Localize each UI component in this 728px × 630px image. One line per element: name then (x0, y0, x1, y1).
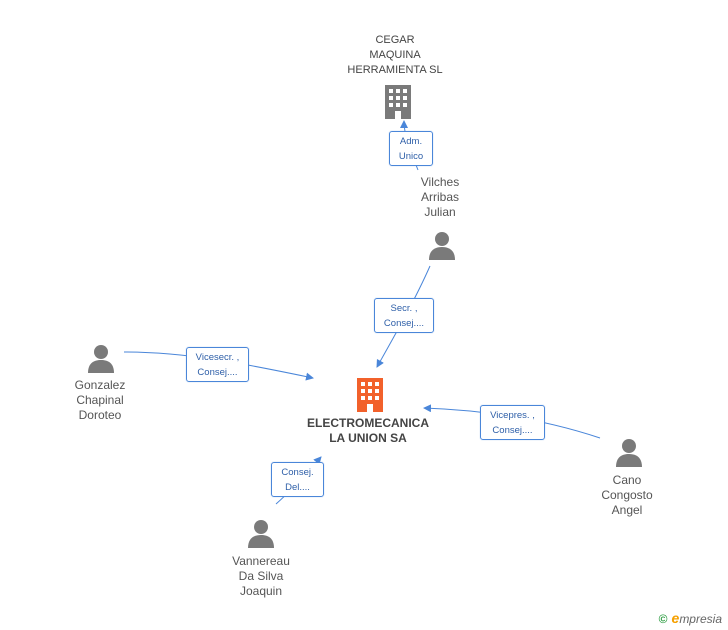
person-icon[interactable] (246, 518, 276, 548)
person-label-vilches[interactable]: Vilches Arribas Julian (420, 175, 460, 219)
person-label-vannereau[interactable]: Vannereau Da Silva Joaquin (232, 554, 290, 598)
person-icon[interactable] (614, 437, 644, 467)
person-label-cano[interactable]: Cano Congosto Angel (601, 473, 653, 517)
role-box-vicesecr-consej[interactable]: Vicesecr. , Consej.... (186, 347, 249, 382)
role-box-secr-consej[interactable]: Secr. , Consej.... (374, 298, 434, 333)
role-box-vicepres-consej[interactable]: Vicepres. , Consej.... (480, 405, 545, 440)
copyright-symbol: © (658, 612, 668, 626)
role-box-adm-unico[interactable]: Adm. Unico (389, 131, 433, 166)
role-box-consej-del[interactable]: Consej. Del.... (271, 462, 324, 497)
building-icon[interactable] (381, 83, 415, 119)
person-label-gonzalez[interactable]: Gonzalez Chapinal Doroteo (74, 378, 126, 422)
brand-logo: ©empresia (659, 610, 722, 626)
brand-initial: e (671, 610, 680, 626)
brand-name: mpresia (679, 612, 722, 626)
company-label-center[interactable]: ELECTROMECANICA LA UNION SA (307, 416, 429, 445)
company-label-cegar[interactable]: CEGAR MAQUINA HERRAMIENTA SL (347, 34, 443, 76)
person-icon[interactable] (427, 230, 457, 260)
building-icon[interactable] (353, 376, 387, 412)
person-icon[interactable] (86, 343, 116, 373)
